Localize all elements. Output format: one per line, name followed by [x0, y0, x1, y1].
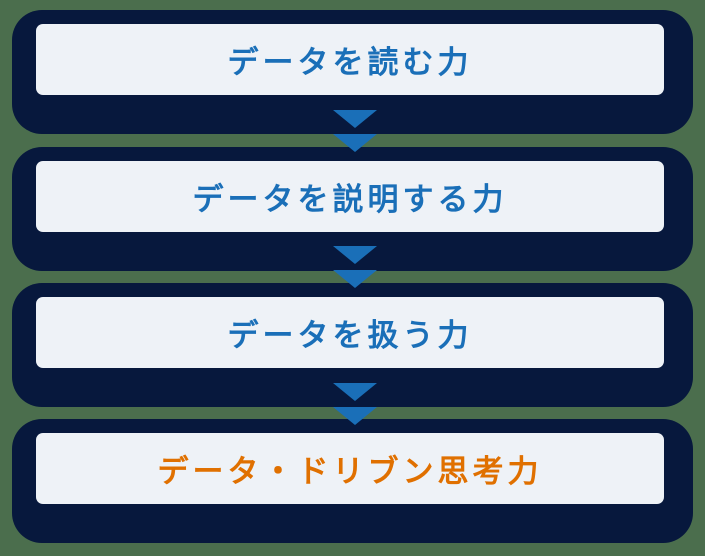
step-card-4-box: データ・ドリブン思考力 — [36, 433, 664, 504]
down-arrow-icon — [333, 407, 377, 425]
down-arrow-icon — [333, 134, 377, 152]
step-card-3-box: データを扱う力 — [36, 297, 664, 368]
step-card-4: データ・ドリブン思考力 — [12, 419, 693, 543]
step-label-handle-data: データを扱う力 — [227, 318, 473, 354]
step-card-3: データを扱う力 — [12, 283, 693, 407]
down-arrow-icon — [333, 383, 377, 401]
step-card-2: データを説明する力 — [12, 147, 693, 271]
down-arrow-icon — [333, 246, 377, 264]
step-card-2-box: データを説明する力 — [36, 161, 664, 232]
down-arrow-icon — [333, 270, 377, 288]
step-card-1-box: データを読む力 — [36, 24, 664, 95]
step-label-read-data: データを読む力 — [227, 45, 473, 81]
step-label-explain-data: データを説明する力 — [192, 182, 508, 218]
step-label-data-driven-thinking: データ・ドリブン思考力 — [157, 454, 543, 490]
down-arrow-icon — [333, 110, 377, 128]
